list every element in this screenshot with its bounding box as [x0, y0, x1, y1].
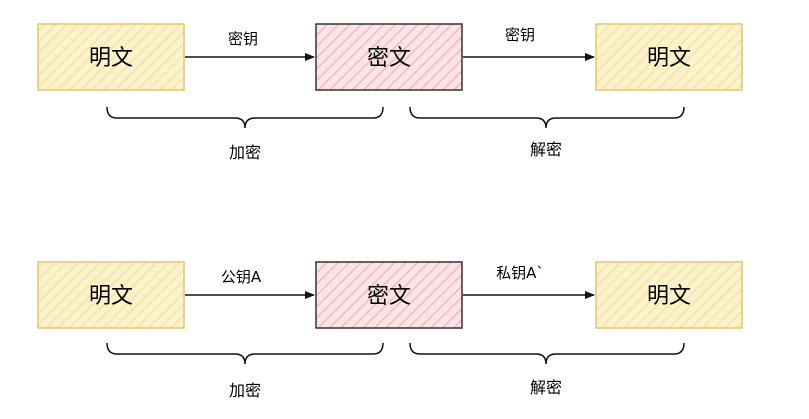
decrypt-brace: [409, 106, 685, 129]
plaintext-label: 明文: [647, 46, 691, 71]
decrypt-brace: [409, 342, 685, 365]
plaintext-label: 明文: [647, 284, 691, 309]
encrypt-group-label: 加密: [229, 381, 261, 400]
encrypt-group-label: 加密: [229, 143, 261, 162]
ciphertext-box: 密文: [315, 23, 463, 91]
decrypt-group-label: 解密: [530, 140, 562, 159]
decrypt-group-label: 解密: [530, 378, 562, 397]
decrypt-key-label: 密钥: [505, 26, 535, 44]
plaintext-box-right: 明文: [595, 261, 743, 329]
private-key-label: 私钥A`: [496, 264, 544, 282]
ciphertext-box: 密文: [315, 261, 463, 329]
asymmetric-flow: 明文 密文 明文 公钥A 私钥A` 加密 解密: [37, 261, 743, 400]
ciphertext-label: 密文: [367, 46, 411, 71]
plaintext-box-left: 明文: [37, 23, 185, 91]
plaintext-label: 明文: [89, 46, 133, 71]
encrypt-brace: [106, 342, 384, 365]
ciphertext-label: 密文: [367, 284, 411, 309]
plaintext-box-left: 明文: [37, 261, 185, 329]
encrypt-key-label: 密钥: [228, 30, 258, 48]
symmetric-flow: 明文 密文 明文 密钥 密钥 加密 解密: [37, 23, 743, 162]
encrypt-brace: [106, 106, 384, 129]
plaintext-label: 明文: [89, 284, 133, 309]
plaintext-box-right: 明文: [595, 23, 743, 91]
public-key-label: 公钥A: [221, 268, 262, 286]
